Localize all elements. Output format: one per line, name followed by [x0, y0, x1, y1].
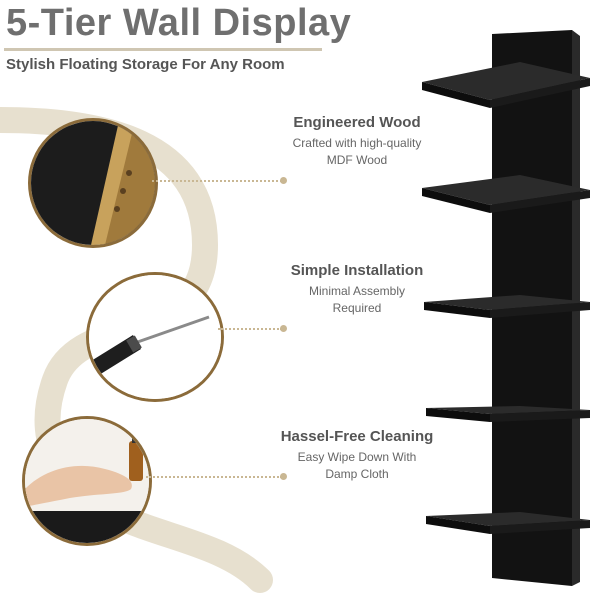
- page-subtitle: Stylish Floating Storage For Any Room: [6, 56, 285, 73]
- page-title: 5-Tier Wall Display: [6, 2, 352, 44]
- feature-desc-line: Crafted with high-quality: [292, 136, 422, 150]
- connector-line-2: [218, 328, 282, 330]
- feature-easy-cleaning: Hassel-Free Cleaning Easy Wipe Down With…: [247, 428, 467, 483]
- feature-title: Simple Installation: [290, 262, 424, 279]
- feature-simple-installation: Simple Installation Minimal Assembly Req…: [247, 262, 467, 317]
- feature-desc-line: Required: [332, 301, 382, 315]
- feature-description: Crafted with high-quality MDF Wood: [247, 135, 467, 169]
- feature-description: Minimal Assembly Required: [247, 283, 467, 317]
- connector-dot-2: [280, 325, 287, 332]
- screwdriver-image: [86, 272, 224, 402]
- shelf-unit-image: [422, 30, 590, 586]
- connector-dot-1: [280, 177, 287, 184]
- connector-line-1: [152, 180, 282, 182]
- title-underline: [4, 48, 322, 51]
- feature-title: Hassel-Free Cleaning: [280, 428, 434, 445]
- feature-desc-line: Minimal Assembly: [308, 284, 406, 298]
- cleaning-image: [22, 416, 152, 546]
- feature-engineered-wood: Engineered Wood Crafted with high-qualit…: [247, 114, 467, 169]
- decorative-s-curve: [0, 107, 273, 593]
- connector-dot-3: [280, 473, 287, 480]
- connector-line-3: [146, 476, 282, 478]
- feature-title: Engineered Wood: [293, 114, 421, 131]
- wood-closeup-image: [28, 118, 158, 248]
- feature-desc-line: MDF Wood: [326, 153, 388, 167]
- feature-desc-line: Damp Cloth: [325, 467, 389, 481]
- feature-description: Easy Wipe Down With Damp Cloth: [247, 449, 467, 483]
- feature-desc-line: Easy Wipe Down With: [297, 450, 417, 464]
